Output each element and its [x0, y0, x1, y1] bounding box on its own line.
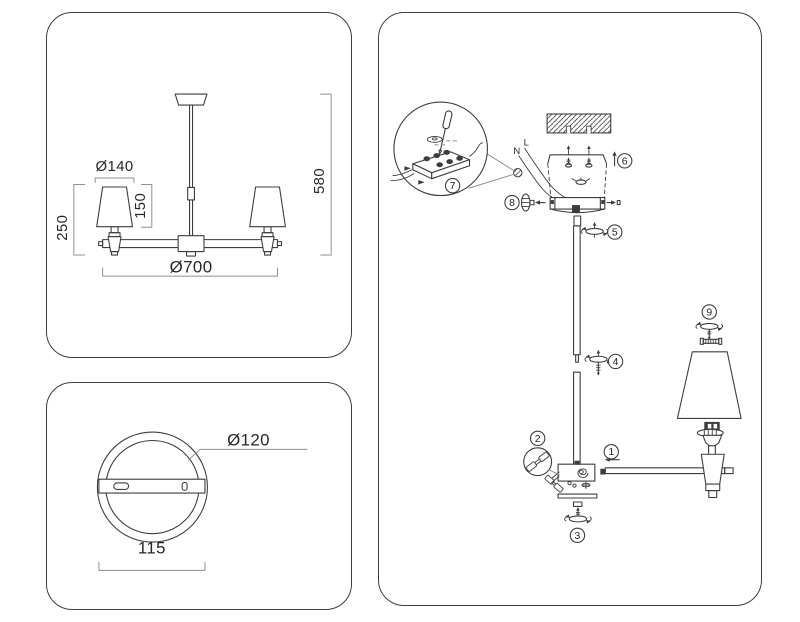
wire-neutral-label: N [513, 146, 520, 157]
wire-ends [390, 169, 415, 182]
screw-right [585, 145, 593, 168]
svg-text:2: 2 [535, 434, 541, 445]
candle-sleeve [700, 453, 725, 485]
svg-text:5: 5 [612, 228, 618, 239]
washer-icon [426, 135, 443, 143]
left-lamp [96, 186, 133, 256]
threaded-nipple [573, 215, 582, 227]
callout-3-badge [569, 527, 586, 544]
shade-ring [699, 337, 723, 345]
coiled-wire [577, 468, 589, 478]
slot-right [181, 481, 188, 491]
dim-shade-diameter: Ø140 [96, 159, 134, 175]
callout-7-badge [444, 177, 461, 194]
stem-rod [187, 104, 195, 241]
wing-nut [571, 177, 591, 185]
hub-wires [550, 471, 560, 484]
callout-6-badge [617, 153, 633, 169]
dim-bracket-length: 115 [138, 538, 166, 557]
callout-8-badge [504, 194, 520, 211]
top-view-panel: Ø120 115 [46, 382, 352, 610]
arm-callout-1: 1 [603, 444, 620, 462]
svg-text:1: 1 [608, 447, 614, 458]
canopy-outer-circle [96, 431, 208, 543]
center-hub [177, 235, 205, 257]
terminal-connector [513, 168, 523, 178]
terminal-block-detail: 7 [390, 101, 488, 197]
alignment-dashes [547, 163, 607, 198]
dim-total-height: 580 [312, 168, 328, 194]
callout-2-badge [529, 430, 546, 447]
assembly-panel: 6 N L [378, 12, 762, 606]
hub-connectors [544, 474, 564, 493]
svg-text:4: 4 [613, 357, 619, 368]
socket-thread-cap [704, 421, 720, 433]
side-screw-right [601, 200, 605, 205]
socket-cup [702, 434, 723, 447]
outgoing-wire [469, 142, 483, 157]
lamp-shade [676, 351, 742, 419]
callout-9-badge [701, 304, 717, 320]
assembly-diagram: 6 N L [390, 101, 742, 544]
dim-lamp-drop: 250 [55, 215, 71, 241]
svg-text:7: 7 [450, 181, 456, 192]
central-hub [544, 460, 596, 493]
canopy-side-screw-right [606, 200, 621, 206]
terminal-block-icon [412, 149, 471, 180]
svg-text:6: 6 [622, 156, 628, 167]
canopy [549, 197, 606, 227]
right-shade [249, 186, 286, 228]
upper-rod [573, 225, 581, 363]
locknut-5: 5 [580, 221, 623, 240]
hub-cover-plate [557, 493, 598, 499]
ceiling-hatch [546, 113, 612, 134]
chandelier-front-view-drawing: Ø140 150 250 580 Ø700 [55, 93, 332, 277]
screwdriver-icon [438, 110, 453, 155]
dim-total-diameter: Ø700 [170, 257, 213, 276]
rod-joint [187, 186, 195, 201]
mounting-strip [98, 478, 206, 494]
canopy-top-view [96, 431, 208, 543]
mounting-screws [564, 145, 593, 168]
svg-text:9: 9 [706, 307, 712, 318]
front-view-panel: Ø140 150 250 580 Ø700 [46, 12, 352, 358]
cable-grip [571, 205, 580, 213]
dimensions: Ø120 115 [98, 430, 308, 571]
screw-left [564, 145, 573, 168]
dim-shade-height: 150 [133, 193, 149, 219]
lamp-socket [696, 421, 725, 499]
dimensions: Ø140 150 250 580 Ø700 [55, 93, 332, 277]
connector-detail: 2 [523, 430, 560, 477]
detail-leader-lines [468, 152, 515, 189]
svg-text:3: 3 [575, 531, 581, 542]
mounting-bracket [547, 154, 608, 165]
bottom-nut-3: 3 [564, 506, 592, 544]
rod-coupler-4: 4 [584, 349, 624, 376]
lower-rod [573, 371, 581, 465]
dim-canopy-diameter: Ø120 [227, 430, 270, 449]
callout-4-badge [607, 353, 624, 370]
right-lamp [249, 186, 286, 256]
callout-6: 6 [612, 151, 633, 169]
callout-1-badge [603, 444, 619, 460]
lamp-arm [600, 467, 734, 475]
detail-circle [523, 447, 553, 477]
canopy-top-view-drawing: Ø120 115 [96, 430, 308, 571]
side-screw-left [550, 200, 554, 205]
left-shade [96, 186, 133, 228]
chandelier-front-view [96, 93, 286, 257]
callout-5-badge [607, 224, 623, 240]
canopy-front [174, 93, 208, 106]
wire-live-label: L [524, 137, 529, 148]
plug-connectors-icon [525, 451, 550, 472]
slot-left [113, 482, 130, 491]
canopy-side-screw: 8 [504, 193, 546, 212]
hub-cap [572, 501, 583, 508]
svg-text:8: 8 [509, 198, 515, 209]
finial-9: 9 [695, 304, 724, 340]
